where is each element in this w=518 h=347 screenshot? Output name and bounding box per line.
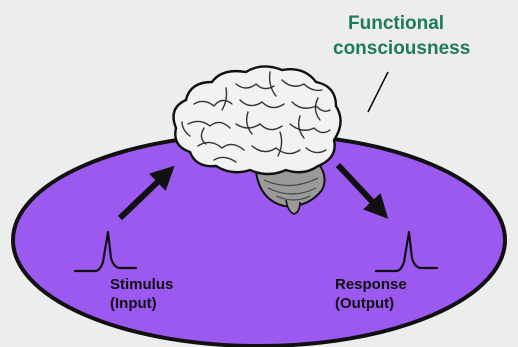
callout-pointer — [367, 71, 389, 113]
input-arrow — [117, 165, 175, 221]
input-label: (Input) — [110, 295, 157, 312]
output-label: (Output) — [335, 295, 394, 312]
action-potential-spike-icon — [374, 230, 439, 273]
output-arrow — [335, 162, 389, 219]
callout-line-1: Functional — [348, 13, 444, 34]
callout-line-2: consciousness — [333, 38, 470, 59]
response-label: Response — [335, 276, 407, 293]
action-potential-spike-icon — [73, 230, 138, 273]
brain-icon — [172, 65, 342, 215]
stimulus-label: Stimulus — [110, 276, 173, 293]
